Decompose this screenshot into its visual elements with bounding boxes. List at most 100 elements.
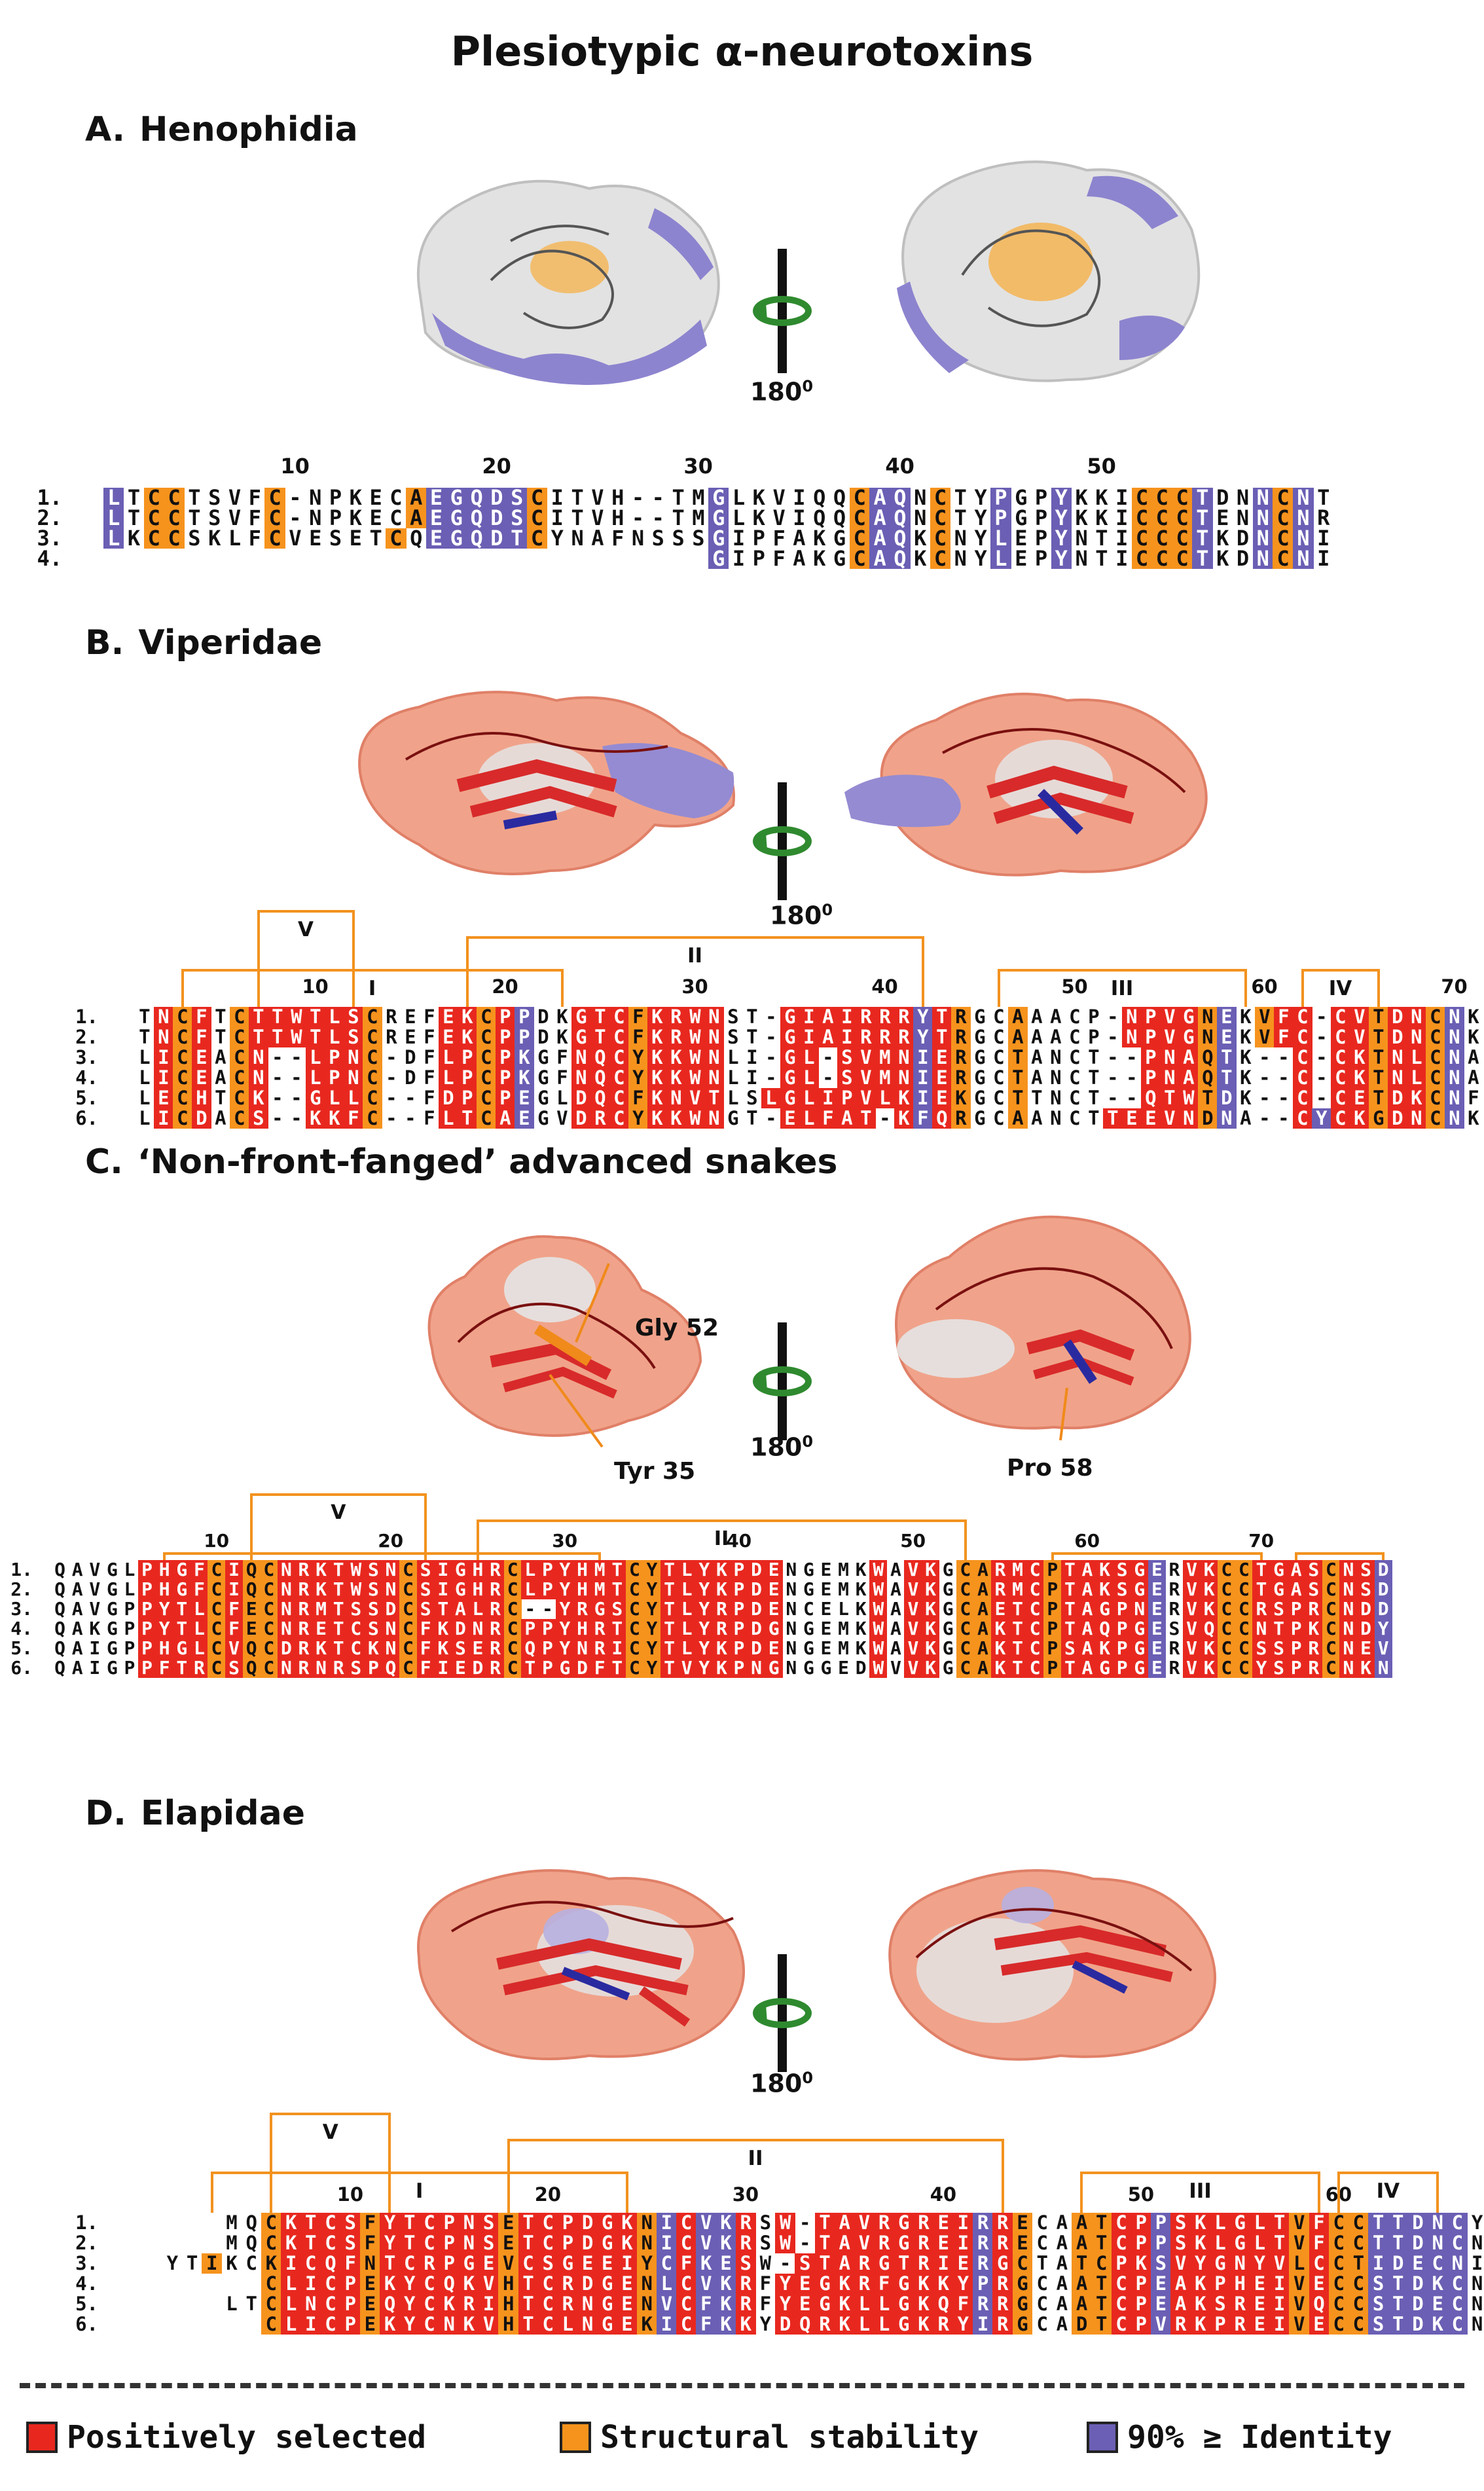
panel-c-residue-callout: Pro 58 <box>1007 1455 1093 1482</box>
panel-d-tick-label: 50 <box>1127 2183 1155 2206</box>
panel-b-residue: D <box>1388 1088 1407 1108</box>
panel-a-residue: N <box>1236 505 1250 530</box>
panel-a-residue: I <box>732 546 746 571</box>
panel-b-residue: W <box>685 1047 705 1068</box>
panel-d-residue: P <box>1210 2274 1231 2294</box>
panel-c-residue: E <box>820 1578 832 1600</box>
panel-b-residue: T <box>458 1108 477 1129</box>
panel-c-residue: K <box>1357 1658 1375 1678</box>
panel-b-residue: A <box>837 1108 857 1129</box>
panel-d-residue: R <box>854 2253 875 2274</box>
panel-d-residue: Y <box>953 2314 973 2335</box>
panel-d-residue: L <box>874 2294 894 2314</box>
panel-d-residue: I <box>1471 2252 1483 2274</box>
panel-d-residue: T <box>1091 2294 1112 2314</box>
panel-c-letter: C. <box>85 1142 123 1182</box>
panel-b-residue: D <box>192 1108 211 1129</box>
panel-b-residue: Y <box>628 1068 648 1088</box>
panel-d-residue: V <box>696 2274 717 2294</box>
panel-d-residue: E <box>597 2253 618 2274</box>
panel-d-residue: K <box>380 2314 400 2335</box>
panel-d-residue: N <box>636 2213 657 2233</box>
panel-c-residue: C <box>1218 1580 1236 1599</box>
panel-c-residue: N <box>748 1658 766 1678</box>
panel-a-residue: V <box>591 485 604 510</box>
panel-a-residue: K <box>752 505 765 530</box>
panel-b-residue: L <box>1407 1047 1426 1068</box>
panel-d-residue: T <box>1269 2213 1290 2233</box>
panel-d-residue: G <box>1210 2253 1231 2274</box>
panel-a-residue: T <box>1192 548 1213 569</box>
panel-d-residue: G <box>992 2253 1013 2274</box>
panel-c-residue: H <box>469 1580 487 1599</box>
panel-c-residue: A <box>71 1637 83 1659</box>
panel-b-residue: R <box>666 1027 686 1047</box>
panel-a-residue: S <box>188 526 201 551</box>
panel-a-residue: G <box>708 487 729 508</box>
panel-c-residue: P <box>730 1560 748 1580</box>
panel-c-residue: Y <box>695 1619 714 1639</box>
panel-b-residue: L <box>727 1046 739 1068</box>
panel-b-residue: L <box>325 1027 344 1047</box>
panel-c-residue: A <box>1287 1580 1305 1599</box>
panel-b-residue: H <box>192 1088 211 1108</box>
panel-a-residue: E <box>1216 505 1229 530</box>
panel-b-residue: C <box>1069 1066 1081 1089</box>
panel-d-residue: N <box>577 2294 598 2314</box>
panel-a-residue: C <box>164 507 185 528</box>
panel-d-residue: E <box>617 2314 638 2335</box>
panel-a-residue: C <box>1273 487 1294 508</box>
panel-c-residue: Q <box>521 1639 539 1658</box>
panel-b-bridge-label: V <box>298 918 314 941</box>
panel-c-residue: K <box>855 1618 867 1639</box>
panel-d-residue: E <box>360 2274 380 2294</box>
panel-a-residue: I <box>1115 546 1129 571</box>
panel-d-residue: I <box>1368 2253 1388 2274</box>
panel-a-residue: G <box>446 507 467 528</box>
panel-d-residue: D <box>1407 2213 1428 2233</box>
panel-a-residue: I <box>732 526 746 551</box>
panel-b-row-number: 2. <box>75 1026 98 1048</box>
panel-d-residue: V <box>498 2253 519 2274</box>
panel-a-residue: T <box>954 505 967 530</box>
panel-a-residue: T <box>1192 487 1213 508</box>
panel-b-residue: R <box>875 1007 895 1027</box>
panel-a-residue: L <box>103 487 124 508</box>
panel-d-residue: Y <box>1471 2211 1483 2234</box>
panel-d-residue: C <box>1036 2293 1048 2315</box>
panel-a-residue: S <box>507 507 528 528</box>
panel-b-residue: N <box>704 1047 724 1068</box>
panel-b-residue: N <box>154 1007 173 1027</box>
panel-b-residue: P <box>496 1068 515 1088</box>
panel-b-residue: T <box>856 1108 876 1129</box>
panel-d-residue: N <box>459 2233 479 2253</box>
panel-d-residue: I <box>281 2253 301 2274</box>
panel-b-residue: - <box>272 1046 283 1068</box>
panel-d-residue: C <box>1036 2272 1048 2295</box>
panel-c-residue: T <box>1060 1560 1079 1580</box>
panel-b-residue: N <box>1388 1047 1407 1068</box>
panel-a-residue: K <box>752 485 765 510</box>
panel-b-residue: T <box>932 1027 952 1047</box>
panel-d-residue: S <box>479 2233 499 2253</box>
panel-c-residue: C <box>260 1619 278 1639</box>
panel-b-residue: L <box>325 1088 344 1108</box>
panel-d-residue: C <box>1348 2274 1369 2294</box>
panel-c-residue: C <box>956 1658 975 1678</box>
panel-a-residue: E <box>425 507 447 528</box>
panel-b-residue: C <box>993 1107 1005 1129</box>
panel-a-residue: - <box>289 505 302 530</box>
panel-b-residue: Y <box>913 1027 933 1047</box>
panel-d-residue: K <box>380 2274 400 2294</box>
panel-a-residue: I <box>793 505 806 530</box>
panel-c-residue: G <box>803 1637 814 1659</box>
panel-c-residue: R <box>295 1639 313 1658</box>
panel-a-residue: C <box>1151 548 1172 569</box>
panel-b-residue: T <box>590 1007 610 1027</box>
panel-b-residue: D <box>1388 1027 1407 1047</box>
panel-a-heading: A.Henophidia <box>85 110 358 149</box>
panel-d-residue: L <box>1289 2253 1310 2274</box>
panel-d-residue: P <box>1151 2213 1171 2233</box>
panel-d-residue: C <box>261 2314 281 2335</box>
panel-a-residue: I <box>1317 526 1330 551</box>
